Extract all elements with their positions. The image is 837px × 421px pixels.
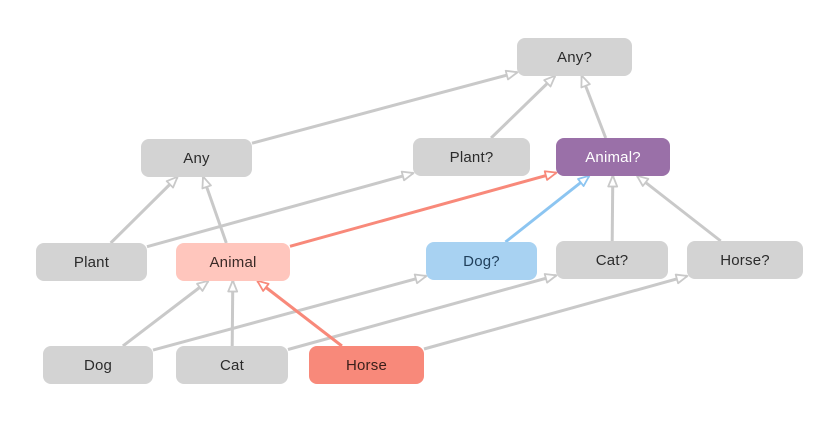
node-plant: Plant	[36, 243, 147, 281]
node-cat_q: Cat?	[556, 241, 668, 279]
node-dog: Dog	[43, 346, 153, 384]
node-label: Cat?	[595, 251, 629, 269]
node-label: Any?	[557, 48, 592, 66]
edge-cat-animal	[227, 279, 239, 347]
edge-dog-dog_q	[152, 273, 428, 352]
node-animal_q: Animal?	[556, 138, 670, 176]
edge-horse-animal	[256, 279, 343, 348]
node-label: Animal?	[585, 148, 641, 166]
node-label: Dog?	[463, 252, 500, 270]
node-dog_q: Dog?	[426, 242, 537, 280]
edge-any-any_q	[251, 69, 519, 145]
edge-dog-animal	[121, 279, 210, 348]
edge-cat-cat_q	[287, 273, 558, 351]
node-label: Horse	[345, 356, 387, 374]
node-label: Cat	[220, 356, 244, 374]
node-label: Plant	[73, 253, 110, 271]
node-plant_q: Plant?	[413, 138, 530, 176]
node-animal: Animal	[176, 243, 290, 281]
node-label: Any	[183, 149, 210, 167]
node-horse_q: Horse?	[687, 241, 803, 279]
edge-animal-any	[201, 175, 228, 244]
edge-dog_q-animal_q	[504, 174, 591, 244]
node-horse: Horse	[309, 346, 424, 384]
node-any: Any	[141, 139, 252, 177]
edge-animal_q-any_q	[580, 74, 608, 139]
edge-plant_q-any_q	[490, 74, 557, 140]
edge-horse_q-animal_q	[636, 174, 722, 243]
node-label: Horse?	[720, 251, 770, 269]
node-any_q: Any?	[517, 38, 632, 76]
node-cat: Cat	[176, 346, 288, 384]
edge-animal-animal_q	[289, 170, 558, 248]
node-label: Plant?	[449, 148, 494, 166]
node-label: Animal	[209, 253, 257, 271]
edge-plant-any	[109, 175, 179, 245]
edge-plant-plant_q	[146, 170, 415, 249]
node-label: Dog	[83, 356, 113, 374]
edge-cat_q-animal_q	[607, 174, 619, 242]
edge-horse-horse_q	[423, 273, 689, 351]
